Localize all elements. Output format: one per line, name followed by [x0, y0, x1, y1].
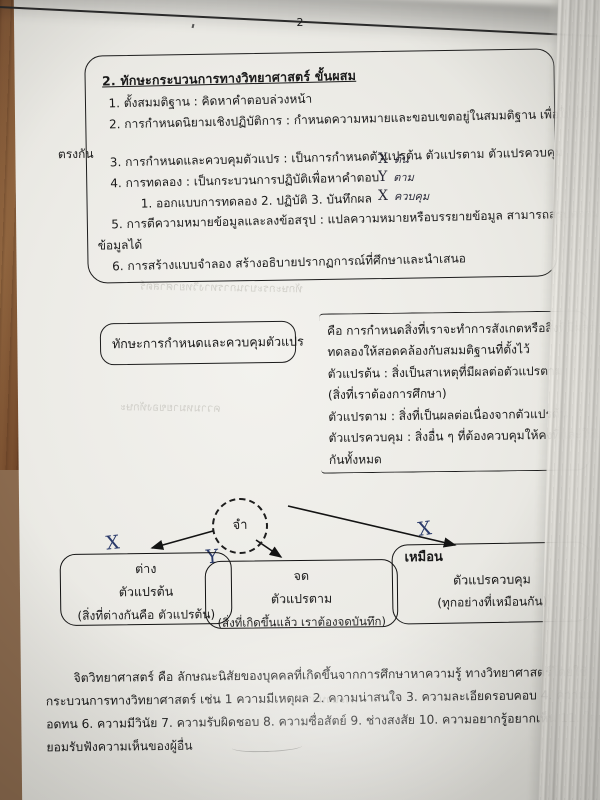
handwritten-note-x-ton: X ต้น [378, 150, 409, 168]
paragraph-line: กระบวนการทางวิทยาศาสตร์ เช่น 1 ความมีเหต… [45, 687, 600, 709]
handwritten-note-y-tam: Y ตาม [378, 168, 414, 186]
paragraph-line: ยอมรับฟังความเห็นของผู้อื่น [46, 738, 193, 755]
diagram-box-title: ตัวแปรตาม [270, 590, 333, 607]
pen-note-text: ตาม [393, 171, 414, 184]
handwritten-note-x-khuabkhum: X ควบคุม [378, 187, 429, 205]
pen-mark-y: Y [378, 169, 388, 185]
margin-note-trongkan: ตรงกัน [57, 146, 94, 162]
science-skills-text: 2. ทักษะกระบวนการทางวิทยาศาสตร์ ขั้นผสม … [94, 54, 600, 279]
pen-mark-x-over-muean: X [416, 517, 433, 541]
diagram-root-label: จำ [232, 518, 248, 534]
arrow-to-box-tang [150, 530, 214, 550]
pen-note-text: ควบคุม [393, 190, 430, 203]
showthrough-text: ความหมายของทักษะ [119, 400, 221, 415]
bottom-paragraph: จิตวิทยาศาสตร์ คือ ลักษณะนิสัยของบุคคลที… [45, 659, 600, 762]
pen-mark-x: X [378, 188, 388, 204]
diagram-root-node: จำ [211, 497, 269, 555]
pen-mark-x-over-tang: X [104, 531, 121, 555]
diagram-box-note: (สิ่งที่เกิดขึ้นแล้ว เราต้องจดบันทึก) [217, 613, 387, 630]
variable-skill-label-text: ทักษะการกำหนดและควบคุมตัวแปร [111, 333, 304, 352]
paragraph-line: อดทน 6. ความมีวินัย 7. ความรับผิดชอบ 8. … [46, 710, 600, 732]
pen-note-text: ต้น [393, 153, 409, 166]
diagram-box-jot: จด ตัวแปรตาม (สิ่งที่เกิดขึ้นแล้ว เราต้อ… [204, 558, 399, 630]
diagram-box-header: จด [293, 567, 310, 584]
paragraph-line: จิตวิทยาศาสตร์ คือ ลักษณะนิสัยของบุคคลที… [73, 664, 588, 685]
pen-mark-x: X [378, 151, 388, 167]
page-number: 2 [296, 16, 304, 29]
diagram-box-header: เหมือน [404, 549, 443, 566]
